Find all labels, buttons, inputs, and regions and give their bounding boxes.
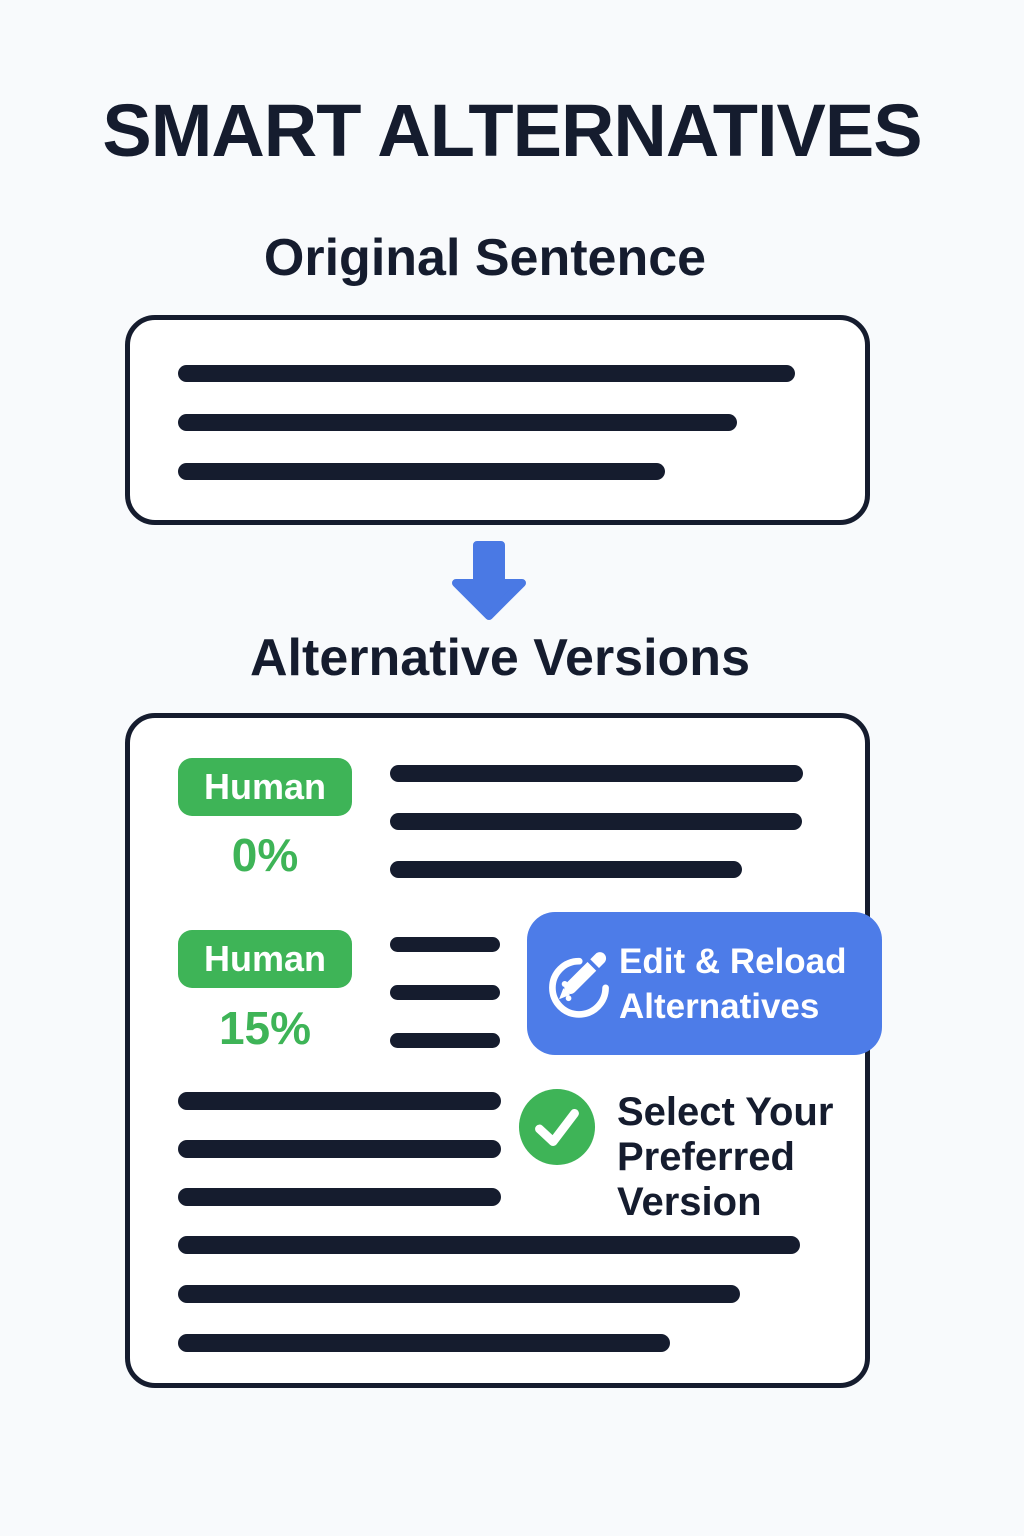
- text-line-bar: [178, 365, 795, 382]
- human-badge: Human: [178, 930, 352, 988]
- edit-reload-label-line2: Alternatives: [619, 986, 820, 1026]
- original-sentence-heading: Original Sentence: [263, 229, 707, 287]
- down-arrow-icon: [450, 540, 528, 622]
- select-note-line3: Version: [617, 1180, 762, 1224]
- text-line-bar: [178, 1236, 800, 1254]
- alternative-versions-card: Human 0% Human 15% Edit & Reload Alterna…: [125, 713, 882, 1388]
- human-badge: Human: [178, 758, 352, 816]
- alternative-versions-heading: Alternative Versions: [250, 629, 750, 687]
- text-line-bar: [178, 1285, 740, 1303]
- edit-pencil-icon: [541, 946, 617, 1022]
- text-line-bar: [390, 765, 803, 782]
- text-line-bar: [390, 813, 802, 830]
- text-line-bar: [178, 1092, 501, 1110]
- text-line-bar: [390, 937, 500, 952]
- text-line-bar: [390, 861, 742, 878]
- human-badge-label: Human: [203, 766, 326, 807]
- text-line-bar: [178, 1140, 501, 1158]
- text-line-bar: [390, 1033, 500, 1048]
- text-line-bar: [178, 463, 665, 480]
- select-note-line2: Preferred: [617, 1135, 795, 1179]
- text-line-bar: [178, 1334, 670, 1352]
- edit-reload-label-line1: Edit & Reload: [619, 941, 847, 981]
- human-badge-label: Human: [203, 938, 326, 979]
- text-line-bar: [178, 414, 737, 431]
- human-score: 15%: [218, 1002, 312, 1054]
- page-title: SMART ALTERNATIVES: [102, 89, 922, 172]
- original-sentence-card: [125, 315, 870, 525]
- select-note-line1: Select Your: [617, 1090, 834, 1134]
- human-score: 0%: [231, 829, 299, 881]
- select-preferred-version-note: Select Your Preferred Version: [617, 1090, 833, 1225]
- edit-reload-alternatives-button[interactable]: Edit & Reload Alternatives: [527, 912, 882, 1055]
- checkmark-icon[interactable]: [518, 1088, 596, 1166]
- text-line-bar: [390, 985, 500, 1000]
- text-line-bar: [178, 1188, 501, 1206]
